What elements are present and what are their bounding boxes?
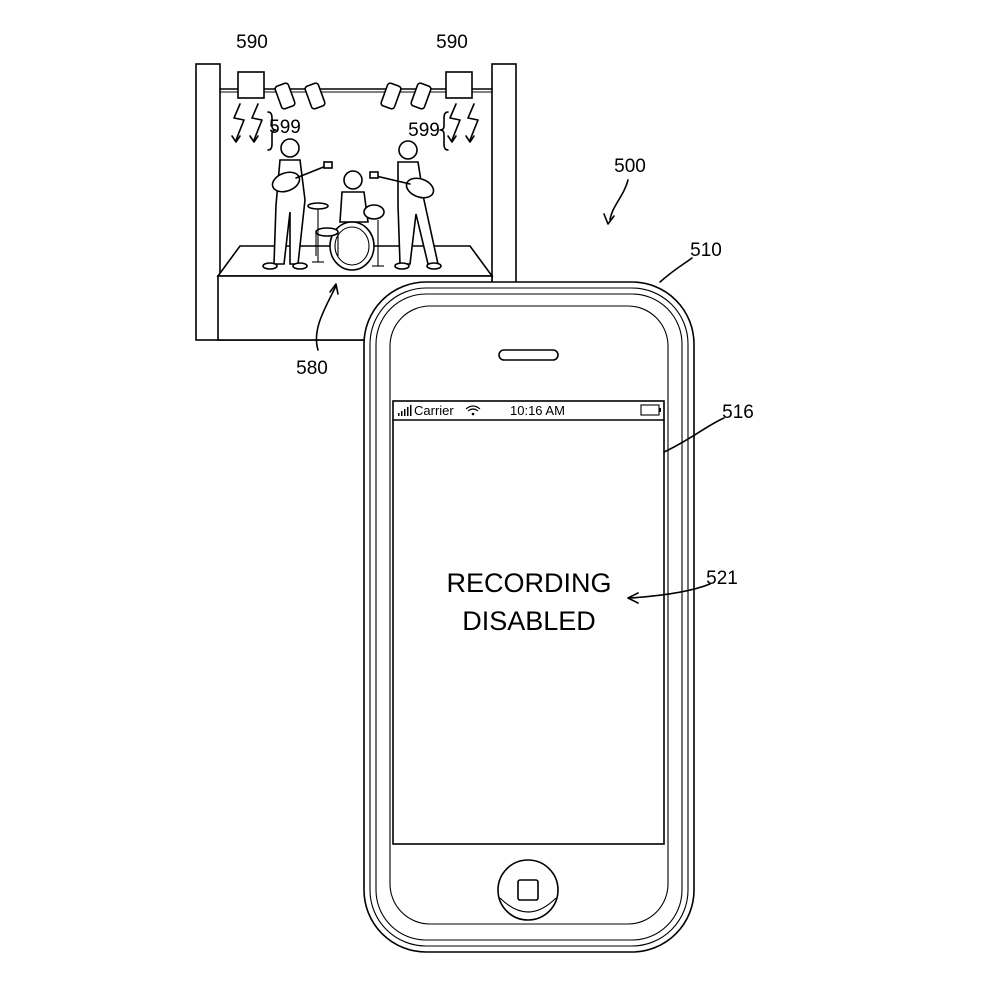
stage-leader-line (315, 285, 337, 351)
emitter-right-label: 590 (436, 32, 468, 53)
status-time: 10:16 AM (510, 403, 565, 418)
message-ref-label: 521 (706, 568, 738, 589)
message-leader-line (629, 583, 711, 599)
drummer-icon (339, 170, 369, 223)
device-label: 510 (690, 240, 722, 261)
wifi-icon (465, 405, 481, 416)
phone-mid-bezel (375, 293, 683, 941)
lightning-signal-icon (447, 103, 479, 143)
left-truss-post (195, 63, 221, 341)
lightning-signal-icon (231, 103, 263, 143)
right-truss-post (491, 63, 517, 286)
guitarist-icon (262, 138, 333, 270)
signal-bars-icon (398, 405, 412, 416)
spotlight-icon (274, 82, 296, 110)
message-leader-arrowhead (627, 592, 639, 604)
system-label: 500 (614, 156, 646, 177)
emitter-left-label: 590 (236, 32, 268, 53)
battery-icon (640, 404, 661, 416)
signal-left-label: 599 (269, 117, 301, 138)
spotlight-icon (410, 82, 432, 110)
recording-message-line2: DISABLED (462, 606, 596, 636)
stage-leader-arrowhead (329, 283, 339, 295)
display-leader-line (663, 417, 725, 453)
drum-kit-icon (307, 202, 385, 271)
right-signal-brace (439, 111, 449, 151)
device-leader-line (659, 257, 693, 283)
system-leader-arrowhead (603, 213, 615, 225)
signal-right-label: 599 (408, 120, 440, 141)
left-signal-brace (267, 111, 277, 151)
display-label: 516 (722, 402, 754, 423)
spotlight-icon (380, 82, 402, 110)
speaker-slot-icon (498, 349, 559, 361)
recording-message-line1: RECORDING (446, 568, 611, 598)
carrier-name: Carrier (414, 403, 454, 418)
spotlight-icon (304, 82, 326, 110)
guitarist-icon (369, 140, 442, 270)
phone-outer-bezel (369, 287, 689, 947)
emitter-box-icon (237, 71, 265, 99)
phone-screen (392, 400, 665, 845)
emitter-box-icon (445, 71, 473, 99)
system-leader-line (609, 179, 629, 221)
home-button-icon[interactable] (497, 859, 559, 921)
stage-label: 580 (296, 358, 328, 379)
phone-inner-bezel (389, 305, 669, 925)
phone-device: Carrier 10:16 AM RECORDING DISABLED (363, 281, 695, 953)
